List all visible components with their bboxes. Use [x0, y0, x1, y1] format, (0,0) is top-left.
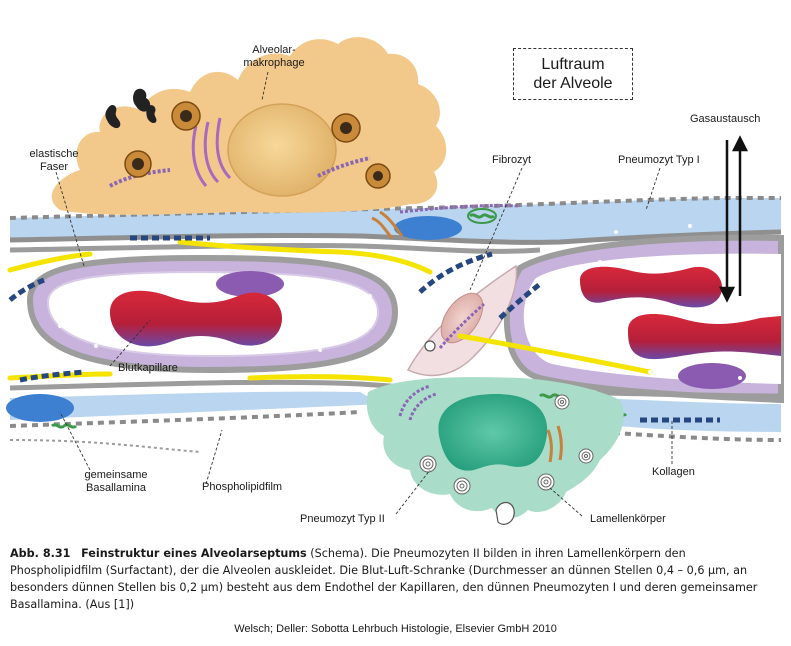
label-gas-exchange: Gasaustausch	[690, 113, 761, 125]
figure-caption: Abb. 8.31 Feinstruktur eines Alveolarsep…	[10, 545, 781, 613]
phagocytosed-particle	[133, 88, 151, 112]
source-credit: Welsch; Deller: Sobotta Lehrbuch Histolo…	[234, 623, 557, 635]
fibrocyte-nucleus	[440, 292, 484, 344]
macrophage-nucleus	[227, 103, 337, 197]
collagen-fiber	[8, 277, 45, 302]
label-collagen: Kollagen	[652, 466, 695, 478]
endothelial-nucleus	[678, 363, 746, 389]
label-line: Faser	[39, 161, 69, 173]
endothelial-nucleus	[216, 271, 284, 297]
label-phospholipid-film: Phospholipidfilm	[202, 481, 283, 493]
alveolar-airspace-box: Luftraum der Alveole	[513, 48, 633, 100]
pinocytotic-vesicles	[58, 224, 742, 380]
label-line: elastische	[29, 148, 79, 160]
label-common-basal-lamina: gemeinsame Basallamina	[76, 469, 156, 495]
label-line: Alveolar-	[252, 44, 296, 56]
caption-number: Abb. 8.31	[10, 547, 71, 560]
caption-title: Feinstruktur eines Alveolarseptums	[81, 547, 307, 560]
collagen-fiber	[19, 369, 85, 383]
label-blood-capillary: Blutkapillare	[118, 362, 178, 374]
label-lamellar-body: Lamellenkörper	[590, 513, 666, 525]
surfactant-exocytosis	[495, 501, 515, 525]
phagocytosed-particle	[105, 105, 121, 129]
label-line: gemeinsame	[84, 469, 148, 481]
label-pneumocyte-type-2: Pneumozyt Typ II	[300, 513, 385, 525]
label-line: Basallamina	[86, 482, 146, 494]
phagocytosed-particle	[146, 105, 157, 124]
caption-text: (Schema). Die Pneumozyten II bilden in i…	[10, 547, 758, 611]
pneumocyte-type-1-lower	[10, 391, 380, 420]
erythrocyte	[110, 290, 282, 347]
pneumocyte-2-nucleus	[438, 394, 548, 471]
pneumocyte-type-1-upper	[10, 198, 781, 243]
elastic-fiber	[7, 251, 93, 273]
label-line: Luftraum	[541, 56, 605, 73]
label-pneumocyte-type-1: Pneumozyt Typ I	[618, 154, 700, 166]
lamellar-body	[419, 394, 594, 495]
label-alveolar-macrophage: Alveolar- makrophage	[238, 44, 310, 70]
label-line: makrophage	[243, 57, 305, 69]
elastic-fiber	[247, 374, 393, 383]
collagen-fiber	[418, 251, 493, 294]
label-line: der Alveole	[533, 75, 613, 92]
pneumocyte-1-nucleus	[6, 394, 74, 422]
pneumocyte-1-nucleus	[394, 216, 462, 240]
elastic-fiber	[457, 333, 653, 375]
gas-exchange-arrows	[718, 135, 749, 303]
label-leader-lines	[55, 71, 673, 517]
label-fibrocyte: Fibrozyt	[492, 154, 532, 166]
collagen-fiber	[498, 282, 542, 320]
erythrocyte	[628, 314, 781, 360]
alveolar-septum-diagram	[6, 37, 784, 525]
erythrocyte	[580, 266, 723, 308]
label-elastic-fiber: elastische Faser	[22, 148, 86, 174]
elastic-fiber	[177, 239, 433, 275]
